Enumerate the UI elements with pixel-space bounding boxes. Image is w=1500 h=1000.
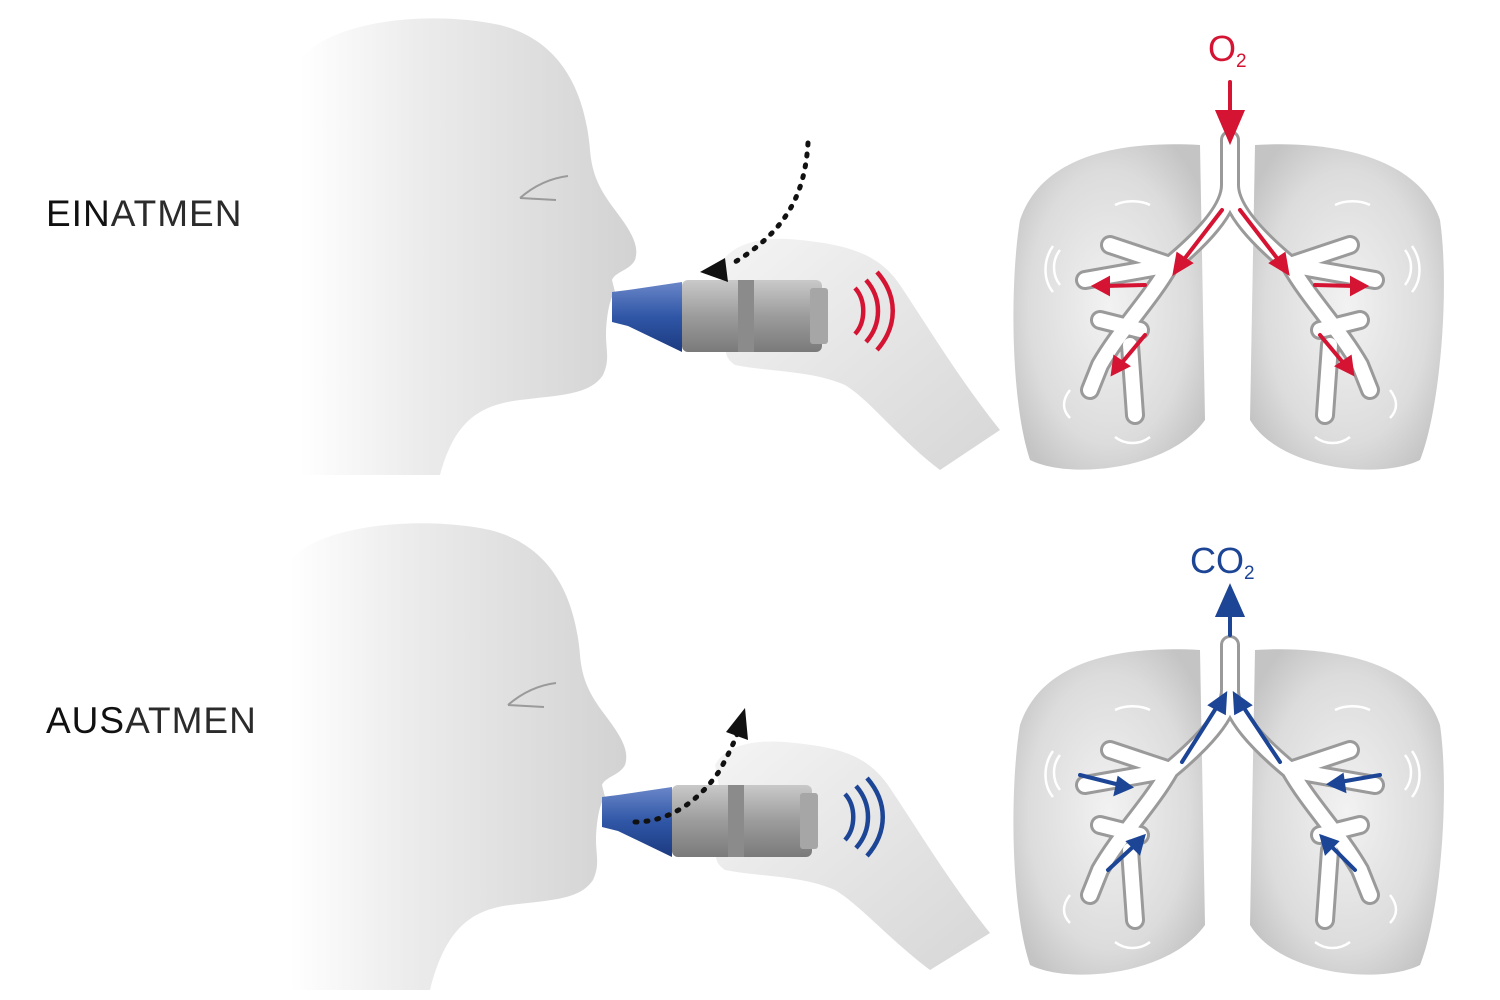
oxygen-symbol: O — [1208, 28, 1237, 69]
inhale-illustration — [300, 18, 1444, 475]
exhale-panel: AUSATMEN CO2 — [0, 500, 1500, 1000]
exhale-label-strong: AUS — [46, 700, 126, 741]
hand-silhouette — [720, 238, 1000, 470]
inhale-label-rest: ATMEN — [110, 193, 243, 234]
lungs — [1013, 80, 1444, 470]
airflow-arrowhead — [726, 708, 748, 740]
carbon-dioxide-flow-arrows — [1078, 583, 1382, 872]
carbon-dioxide-label: CO2 — [1190, 540, 1255, 585]
eye-icon — [507, 682, 557, 708]
eye-icon — [519, 175, 569, 201]
exhale-illustration — [290, 523, 1444, 990]
mouthpiece — [612, 282, 682, 352]
oxygen-subscript: 2 — [1236, 51, 1247, 72]
inhale-label: EINATMEN — [46, 193, 242, 235]
head-silhouette — [290, 523, 627, 990]
head-silhouette — [300, 18, 637, 475]
vibration-arcs — [853, 270, 895, 352]
exhale-label: AUSATMEN — [46, 700, 257, 742]
airflow-arrowhead — [700, 258, 728, 282]
vibration-arcs — [843, 776, 885, 858]
carbon-dioxide-symbol: CO — [1190, 540, 1244, 581]
lungs — [1013, 583, 1444, 975]
carbon-dioxide-subscript: 2 — [1244, 563, 1255, 584]
airflow-path — [632, 729, 741, 825]
inhale-panel: EINATMEN O2 — [46, 18, 1444, 475]
inhale-label-strong: EIN — [46, 193, 111, 234]
oxygen-flow-arrows — [1090, 80, 1370, 377]
oxygen-label: O2 — [1208, 28, 1247, 73]
airflow-path — [727, 140, 811, 268]
exhale-label-rest: ATMEN — [125, 700, 257, 741]
